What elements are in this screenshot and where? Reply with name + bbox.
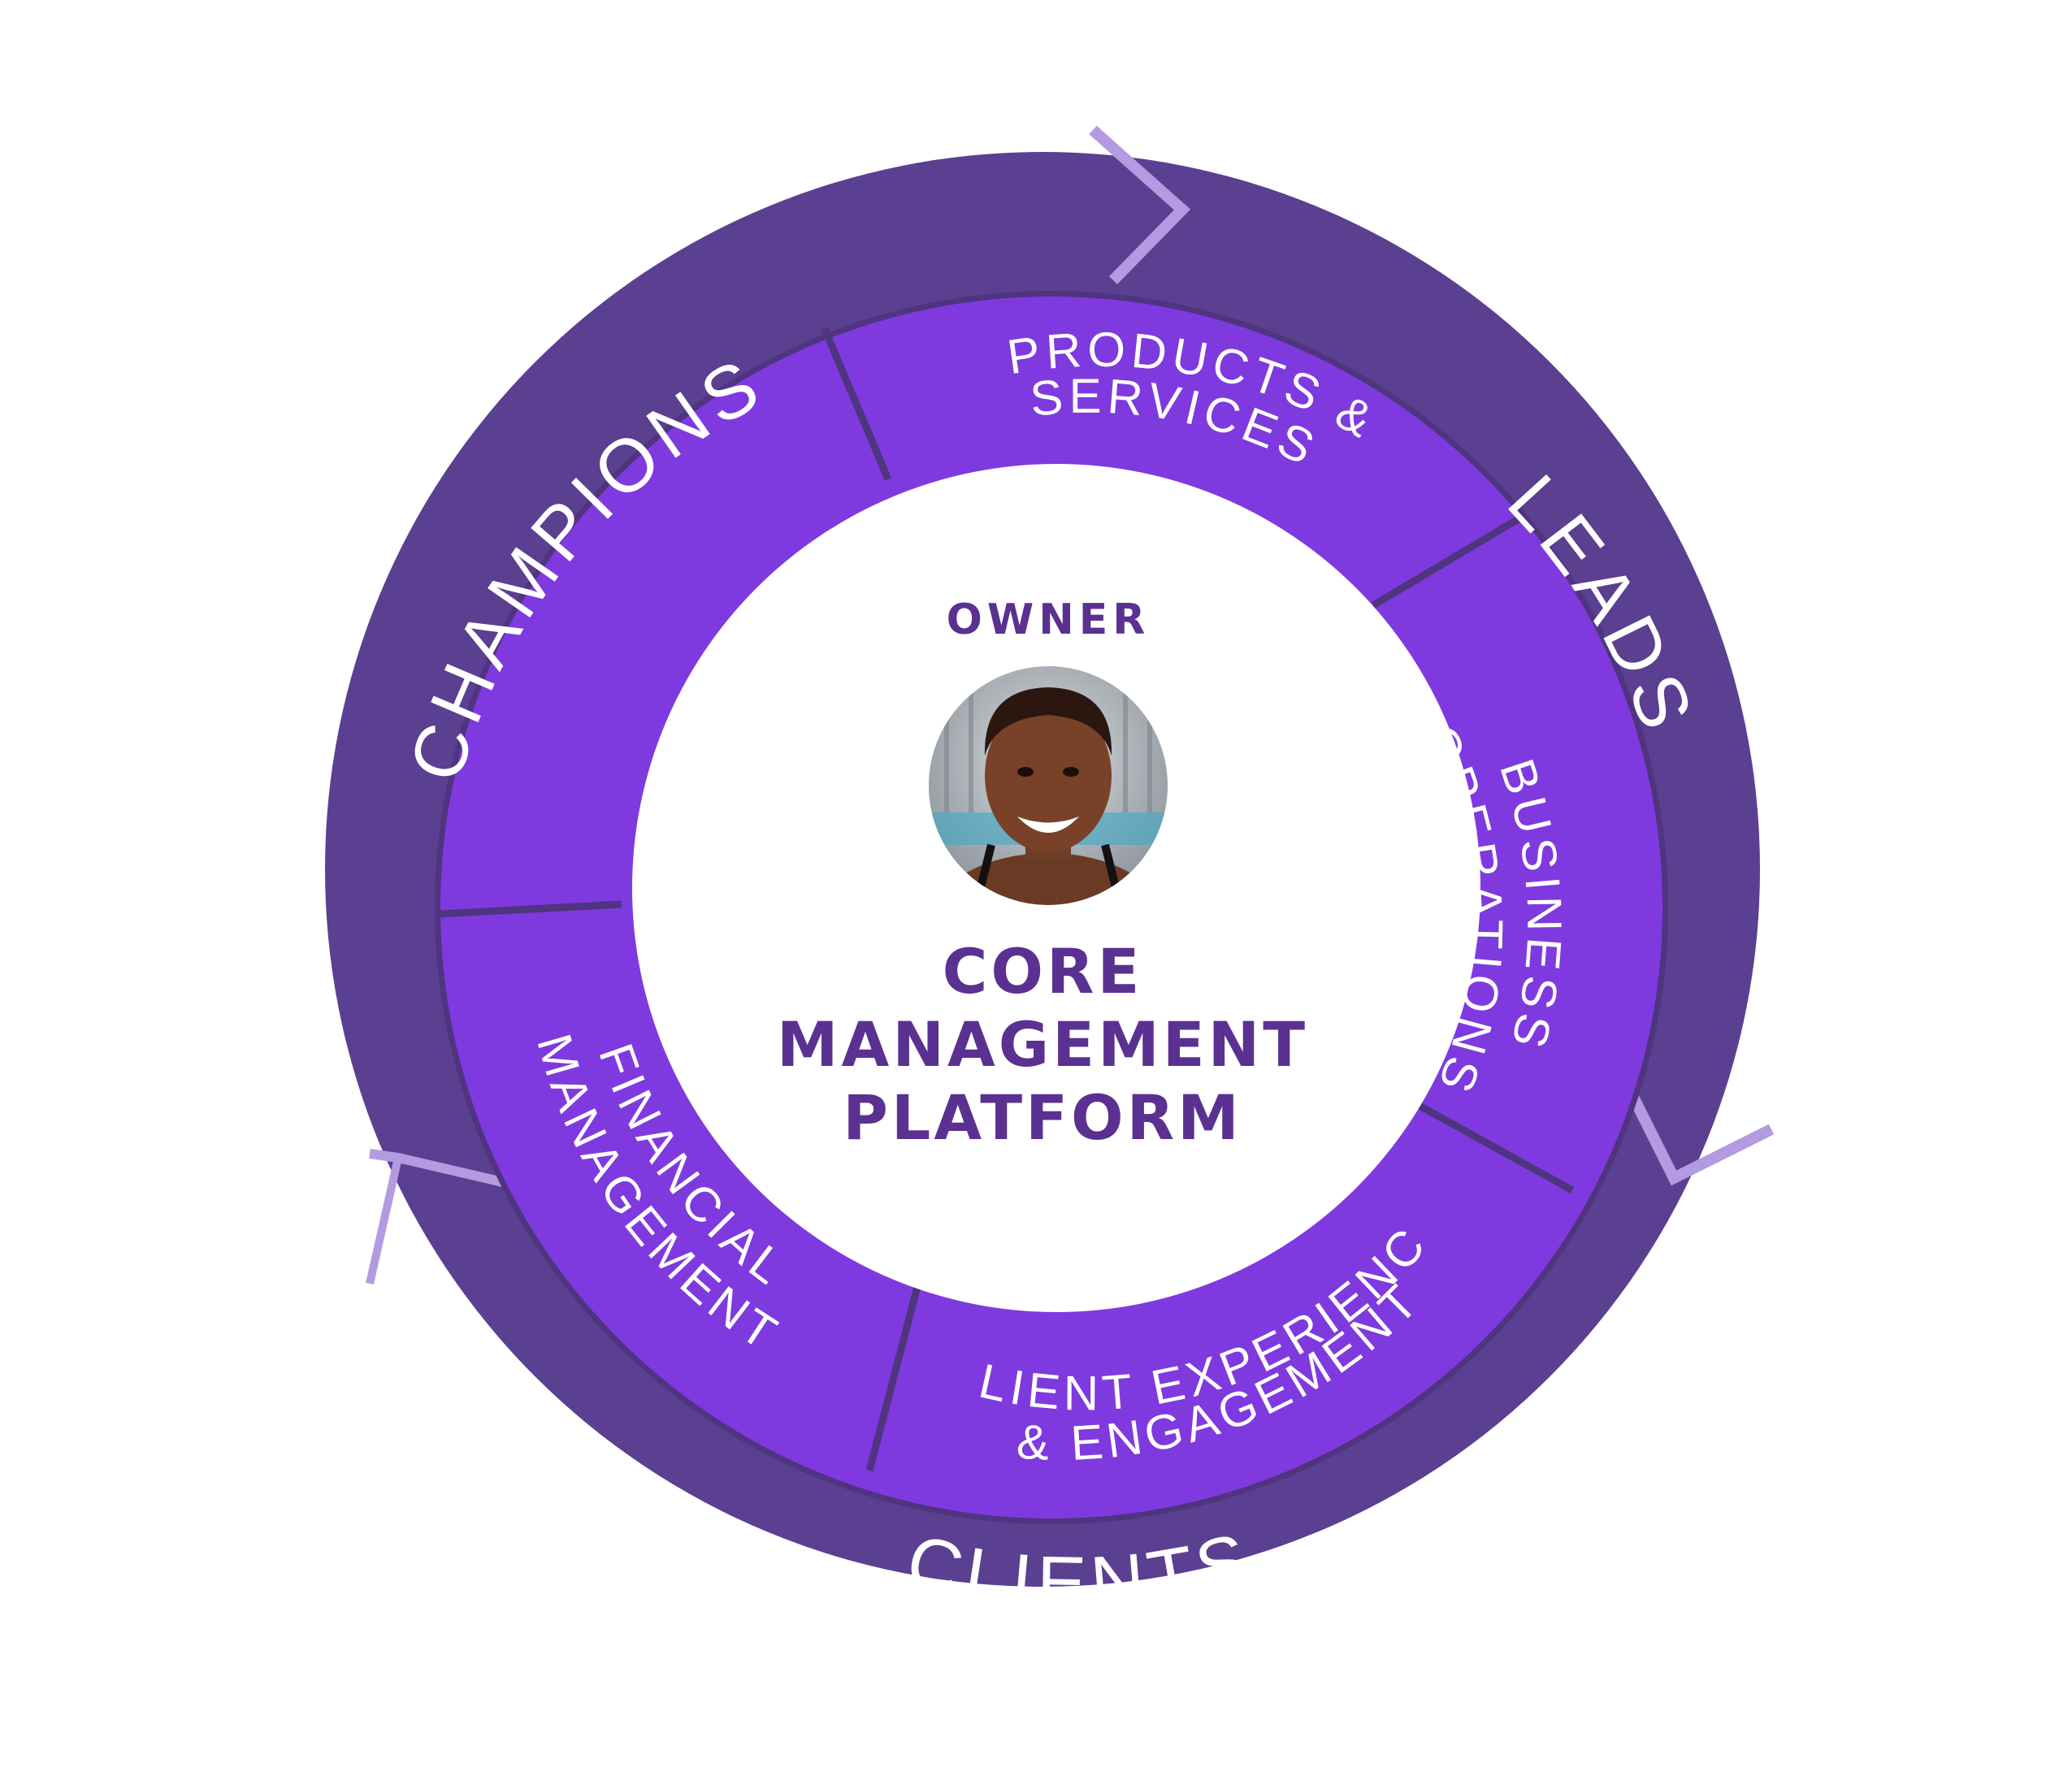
- arrow-notch-left-v: [366, 1156, 402, 1285]
- owner-avatar-border: [927, 665, 1169, 907]
- divider-4: [865, 1282, 922, 1472]
- divider-1: [821, 327, 892, 481]
- owner-label: OWNER: [947, 596, 1151, 644]
- arrow-notch-right: [1619, 1077, 1775, 1186]
- platform-title-line1: CORE: [943, 935, 1143, 1007]
- arrow-notch-top: [1089, 125, 1191, 284]
- divider-2: [1371, 515, 1522, 609]
- divider-3: [1401, 1094, 1575, 1193]
- divider-5: [438, 900, 622, 918]
- platform-title-line2: MANAGEMENT: [777, 1008, 1308, 1081]
- platform-title-line3: PLATFORM: [843, 1081, 1242, 1154]
